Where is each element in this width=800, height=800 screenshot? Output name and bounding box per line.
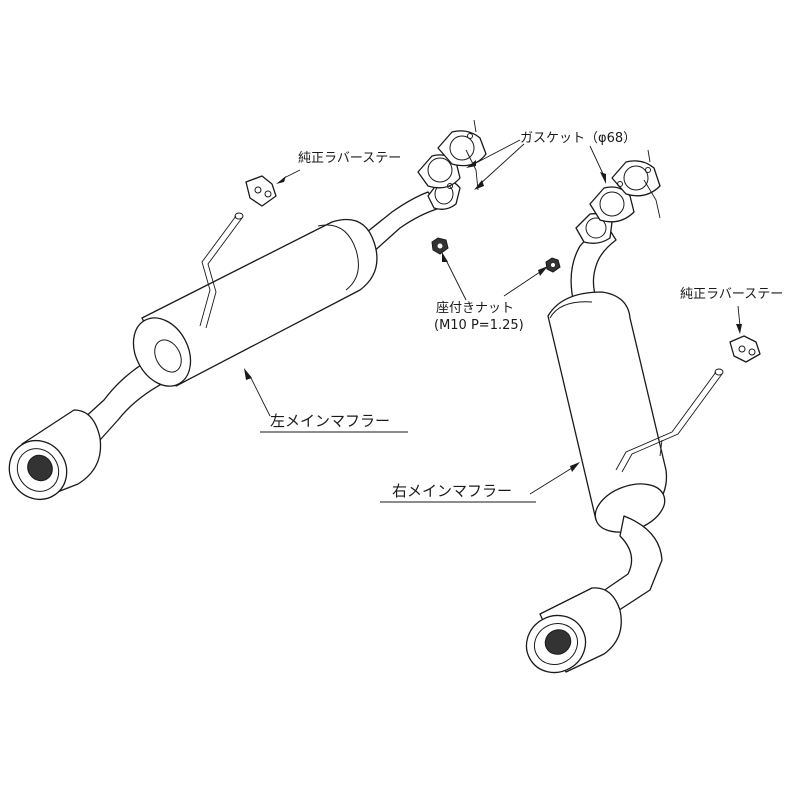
rubber-stay-right-label: 純正ラバーステー [680, 287, 783, 302]
right-hanger-rod [615, 368, 724, 473]
nut-label: 座付きナット [436, 301, 514, 316]
right-rubber-stay [729, 335, 761, 363]
callout-labels: 純正ラバーステー ガスケット（φ68） 座付きナット (M10 P=1.25) … [270, 131, 783, 500]
left-rubber-stay [245, 175, 277, 207]
right-muffler-tip [525, 587, 622, 674]
gasket-label: ガスケット（φ68） [520, 131, 636, 146]
right-inlet-pipe [570, 223, 617, 305]
rubber-stay-left-label: 純正ラバーステー [298, 151, 401, 166]
left-muffler-body [132, 218, 378, 387]
left-flange-nut [431, 237, 449, 255]
left-muffler-label: 左メインマフラー [270, 412, 390, 430]
right-flange-nut [545, 257, 561, 273]
left-main-muffler-assembly [8, 119, 487, 501]
right-flange-gasket-stack [575, 149, 661, 244]
left-muffler-tip [8, 409, 102, 501]
right-muffler-label: 右メインマフラー [392, 482, 512, 500]
nut-spec-label: (M10 P=1.25) [434, 318, 524, 333]
left-flange-gasket-stack [417, 119, 487, 210]
leader-lines [244, 139, 742, 503]
left-hanger-rod [199, 212, 244, 329]
right-main-muffler-assembly [525, 149, 761, 674]
right-muffler-body [547, 291, 668, 533]
